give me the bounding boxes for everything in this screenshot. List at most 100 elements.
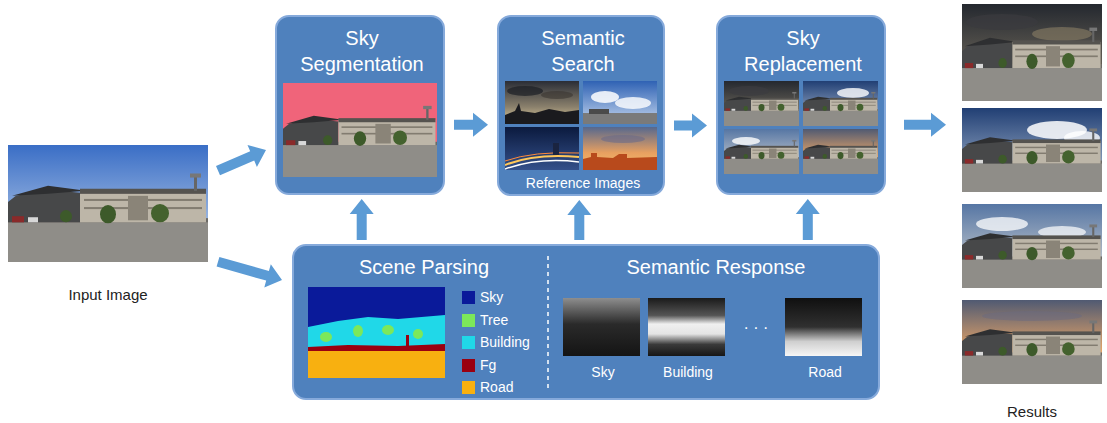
illustration-part (976, 217, 1028, 231)
illustration-part (591, 91, 619, 103)
node-title: Semantic Search (518, 25, 648, 77)
illustration-part (962, 108, 1102, 192)
text-slot: Building (480, 333, 546, 351)
flow-arrow (350, 199, 374, 240)
illustration-part (803, 92, 878, 126)
replaced-tile (803, 129, 878, 174)
illustration-part (966, 14, 1038, 30)
illustration-part (785, 298, 862, 356)
flow-arrow (674, 113, 707, 137)
illustration-part (505, 103, 579, 124)
illustration-part (308, 287, 445, 378)
illustration-part (962, 128, 1102, 192)
legend-swatch (462, 291, 475, 304)
input-photo (8, 145, 208, 305)
illustration-part (803, 140, 878, 174)
response-map (648, 298, 725, 356)
illustration-part (505, 127, 579, 170)
node-caption: Semantic Response (627, 254, 806, 280)
image-caption: Sky (591, 363, 614, 381)
illustration-part (353, 325, 363, 337)
illustration-part (283, 83, 437, 177)
text-slot: · · · (711, 318, 801, 339)
result-photo (962, 300, 1102, 384)
illustration-part (962, 320, 1102, 384)
legend-text: Tree (480, 311, 508, 329)
legend-text: Building (480, 333, 530, 351)
illustration-part (962, 4, 1102, 101)
legend-swatch (462, 359, 475, 372)
divider-line (547, 256, 549, 390)
illustration-part (803, 129, 878, 174)
legend-text: Road (480, 378, 513, 396)
text-slot: Semantic Response (556, 254, 876, 280)
illustration-part (541, 91, 573, 99)
illustration-part (583, 113, 657, 124)
result-photo (962, 204, 1102, 288)
legend-text: Fg (480, 356, 496, 374)
legend-swatch (462, 381, 475, 394)
flow-arrow (216, 145, 266, 175)
illustration-part (1032, 27, 1092, 41)
illustration-part (732, 137, 760, 145)
illustration-part (648, 298, 725, 356)
process-box: Sky Replacement (716, 15, 886, 195)
illustration-part (406, 335, 409, 347)
result-photo (962, 4, 1102, 101)
illustration-part (589, 109, 609, 114)
text-slot: Sky Segmentation (297, 25, 427, 77)
illustration-part (507, 86, 543, 96)
text-slot: Road (780, 363, 870, 381)
parsing-map (308, 287, 445, 378)
illustration-part (505, 81, 579, 124)
illustration-part (320, 332, 332, 342)
node-title: Input Image (68, 285, 147, 305)
reference-tile (505, 81, 579, 124)
illustration-part (413, 329, 423, 339)
illustration-part (382, 325, 394, 335)
node-title: Sky Replacement (738, 25, 868, 77)
illustration-part (982, 311, 1082, 321)
reference-tile (505, 127, 579, 170)
illustration-part (724, 140, 799, 174)
illustration-part (583, 127, 657, 170)
image-caption: Road (808, 363, 841, 381)
illustration-part (8, 145, 208, 262)
replaced-tile (724, 81, 799, 126)
text-slot: Semantic Search (518, 25, 648, 77)
illustration-part (563, 298, 640, 356)
illustration-part (583, 153, 657, 170)
reference-tile (583, 81, 657, 124)
text-slot: Scene Parsing (304, 254, 544, 280)
result-photo (962, 108, 1102, 192)
illustration-part (962, 300, 1102, 384)
image-caption: Building (663, 363, 713, 381)
text-slot: Sky (558, 363, 648, 381)
text-slot: Building (643, 363, 733, 381)
response-map (785, 298, 862, 356)
process-box: Semantic SearchReference Images (497, 15, 665, 196)
flow-arrow (567, 200, 591, 240)
image-caption: · · · (744, 318, 769, 339)
illustration-part (724, 81, 799, 126)
node-title: Results (1007, 402, 1057, 422)
illustration-part (962, 224, 1102, 288)
input-image: Input Image (8, 145, 208, 305)
reference-tile (583, 127, 657, 170)
legend-swatch (462, 336, 475, 349)
illustration-part (308, 351, 445, 378)
illustration-part (553, 143, 559, 155)
illustration-part (308, 344, 445, 351)
result-images (962, 4, 1102, 423)
replaced-tile (724, 129, 799, 174)
legend-swatch (462, 314, 475, 327)
text-slot: Fg (480, 356, 546, 374)
illustration-part (724, 92, 799, 126)
text-slot: Road (480, 378, 546, 396)
text-slot: Sky Replacement (738, 25, 868, 77)
illustration-part (837, 88, 869, 98)
result-images: Results (962, 4, 1102, 423)
illustration-part (283, 106, 437, 177)
text-slot: Input Image (8, 285, 208, 305)
node-title: Sky Segmentation (297, 25, 427, 77)
